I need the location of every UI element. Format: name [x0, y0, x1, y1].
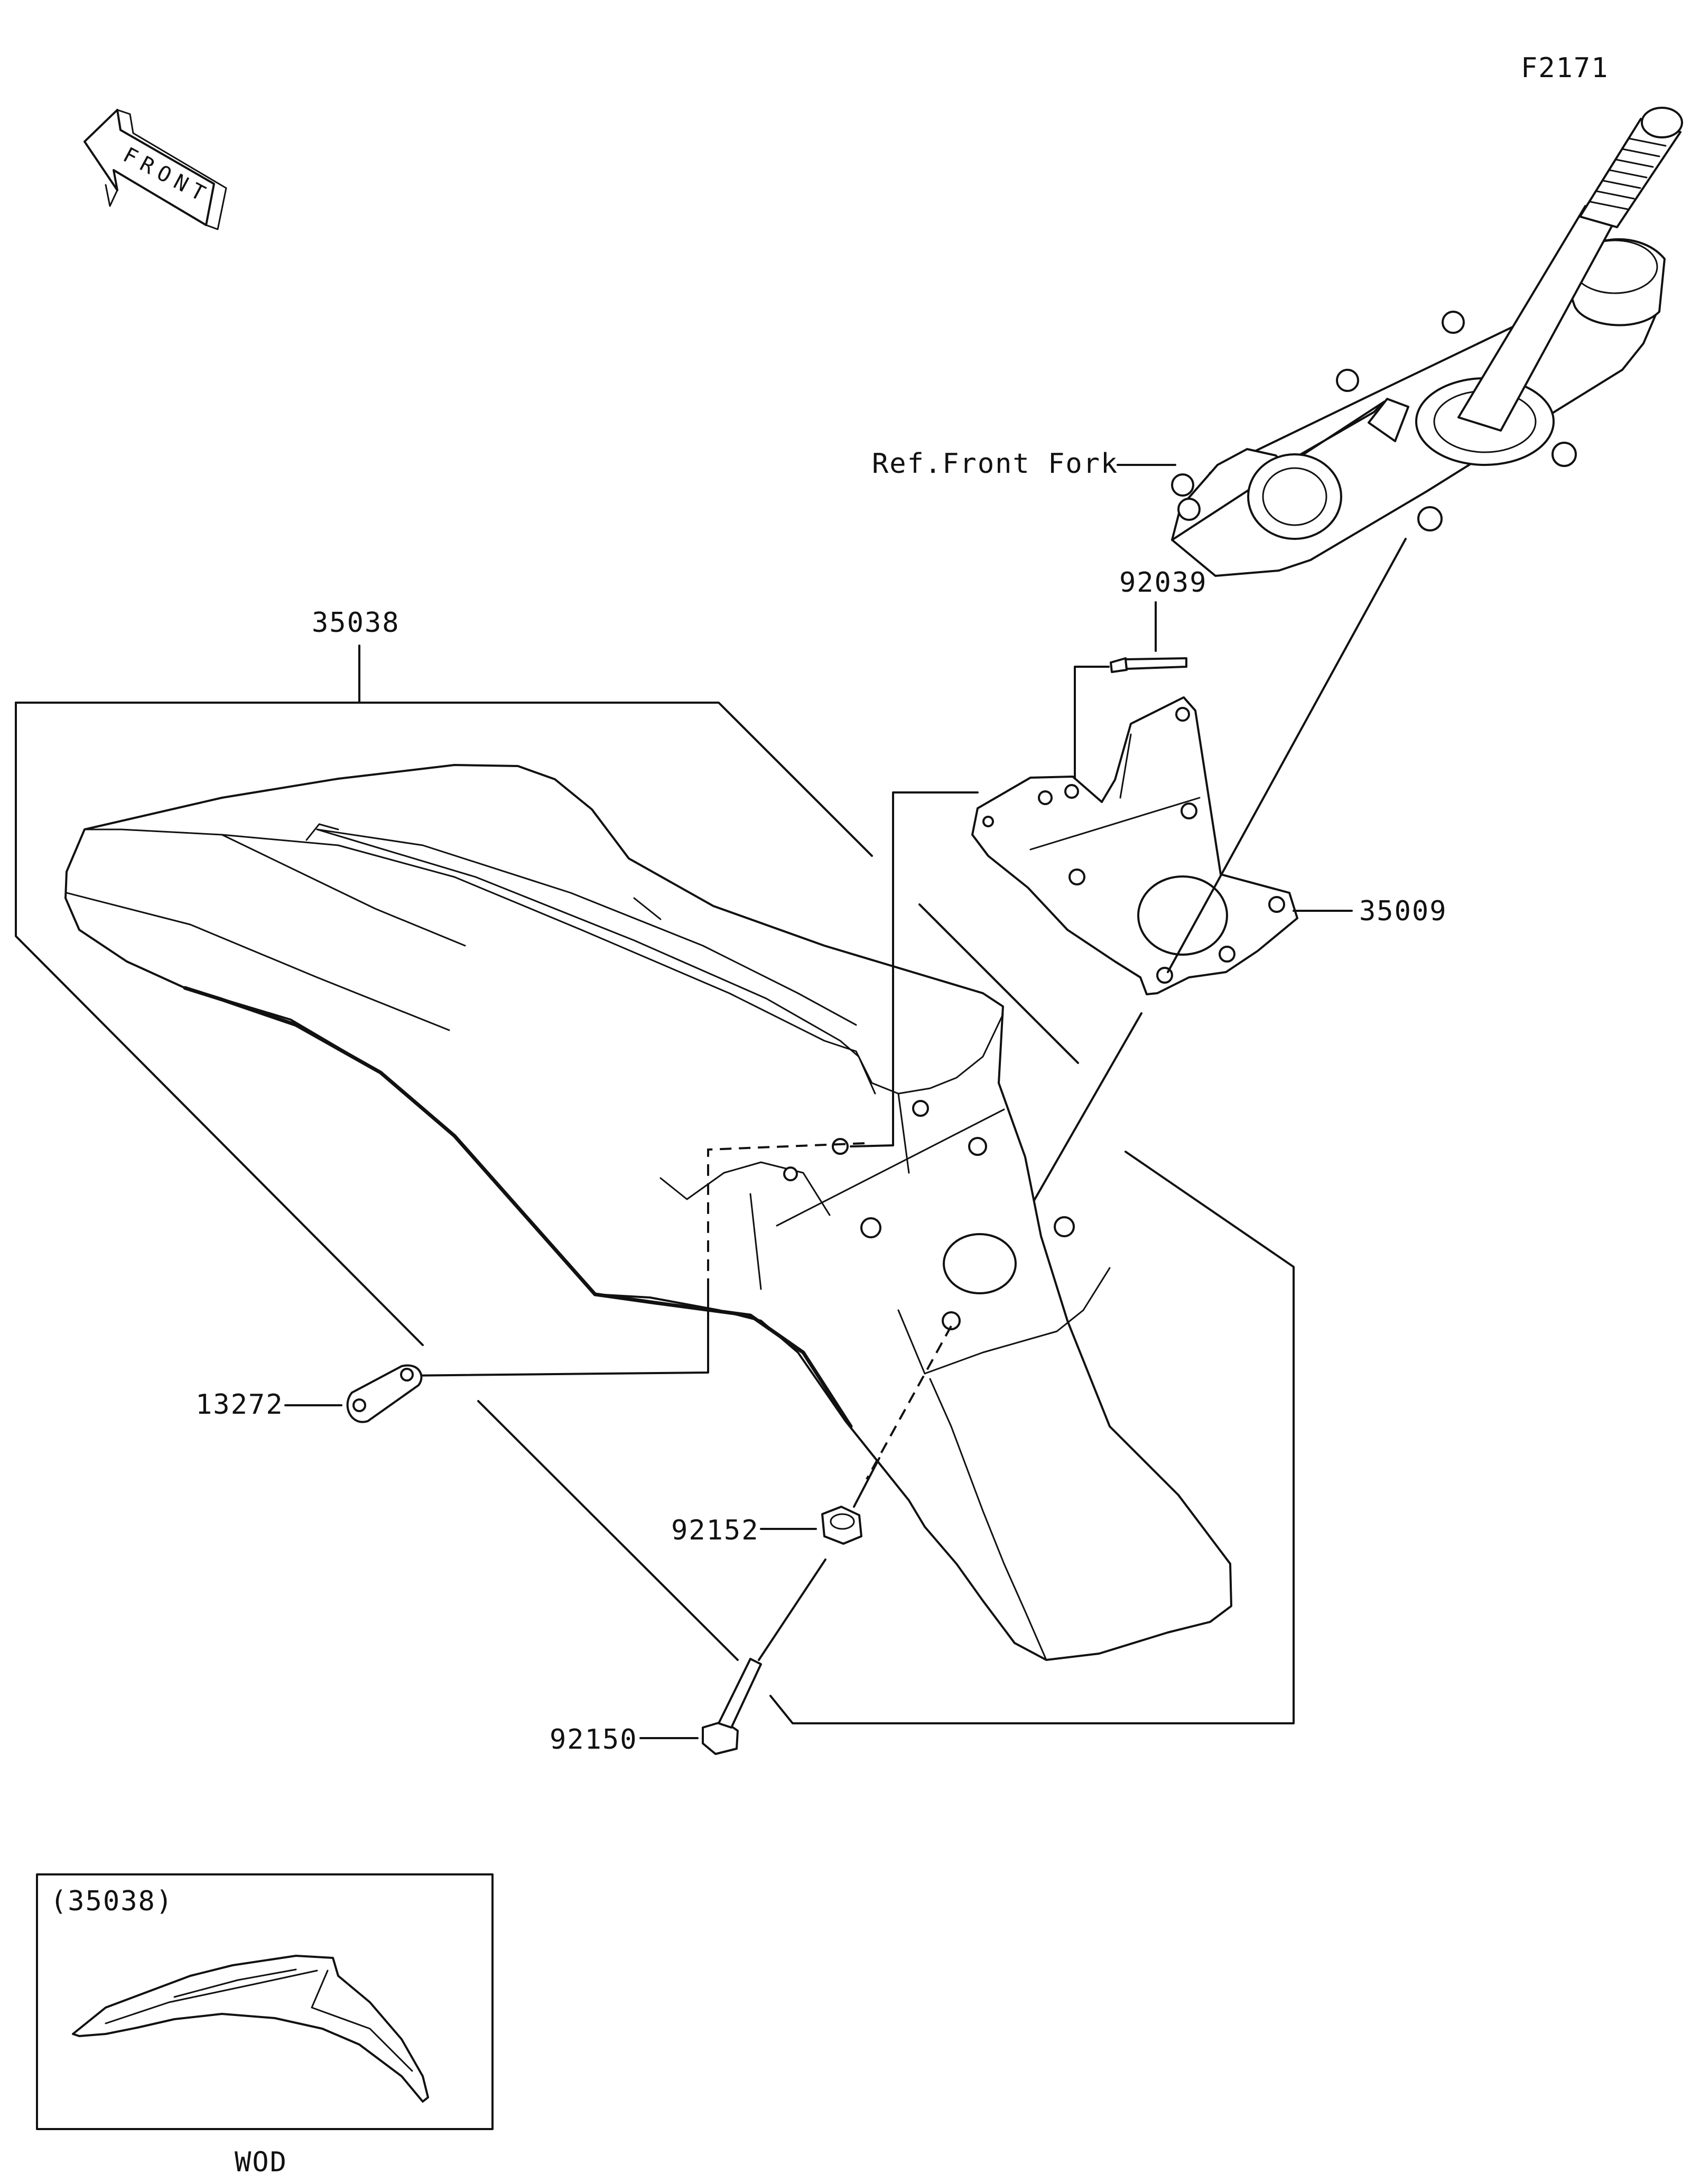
bolt-92039-icon — [1110, 657, 1187, 673]
bracket-plate-35009 — [971, 696, 1298, 995]
front-arrow-icon: FRONT — [83, 109, 227, 230]
part-number-92039: 92039 — [1119, 567, 1207, 599]
part-number-13272: 13272 — [196, 1389, 284, 1421]
inset-variant-label: WOD — [235, 2146, 287, 2178]
ref-front-fork-label: Ref.Front Fork — [872, 448, 1118, 480]
inset-fender-variant — [72, 1955, 429, 2103]
front-fork-bracket — [1171, 107, 1683, 577]
bolt-92150-icon — [702, 1658, 762, 1755]
front-fender-35038 — [64, 764, 1232, 1661]
inset-box: (35038) WOD — [36, 1873, 494, 2178]
part-number-35038: 35038 — [312, 607, 400, 639]
figure-code: F2171 — [1521, 52, 1609, 84]
part-number-92152: 92152 — [671, 1515, 759, 1546]
part-number-92150: 92150 — [550, 1724, 638, 1756]
washer-plate-13272-icon — [346, 1364, 423, 1423]
nut-92152-icon — [821, 1506, 862, 1545]
part-number-35009: 35009 — [1359, 895, 1447, 927]
inset-part-ref: (35038) — [50, 1886, 173, 1917]
